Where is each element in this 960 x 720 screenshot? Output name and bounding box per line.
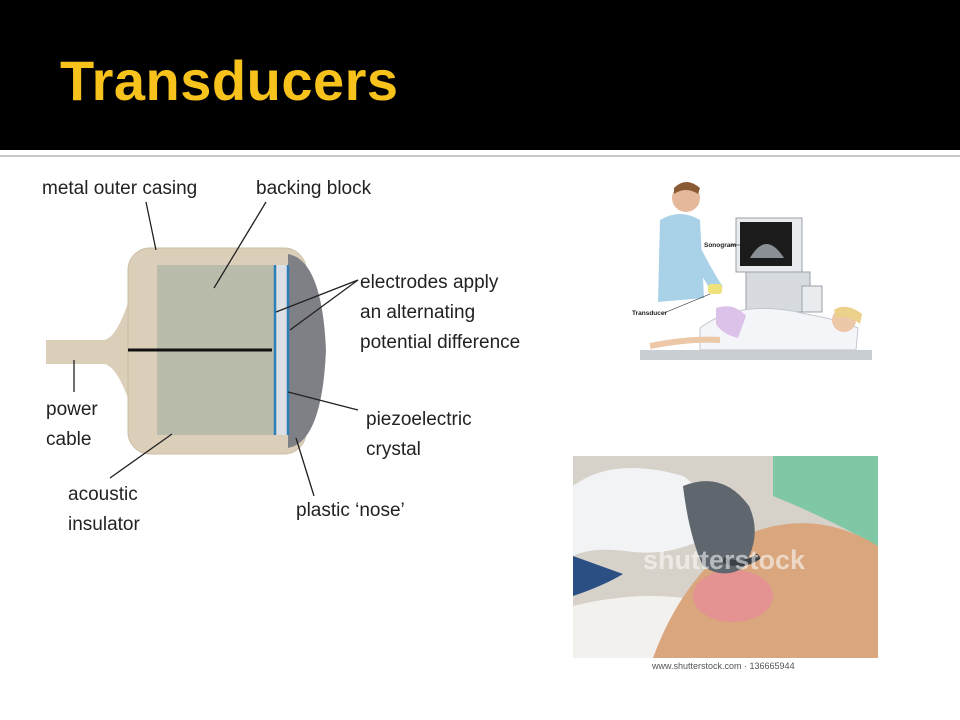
cable-flare [104,290,132,410]
label-piezo-line2: crystal [366,439,421,460]
slide-title: Transducers [60,49,399,112]
watermark-text: shutterstock [643,545,806,575]
sonogram-illustration: Sonogram Transducer [630,178,878,373]
label-power-line1: power [46,399,98,420]
stock-photo: shutterstock [573,456,878,658]
stock-photo-scene: shutterstock [573,456,878,658]
label-electrodes-line1: electrodes apply [360,272,499,293]
sonogram-label: Sonogram [704,242,736,249]
piezo-crystal [274,265,288,435]
title-bar: Transducers [0,0,960,150]
label-plastic-nose: plastic ‘nose’ [296,500,405,521]
label-backing-block: backing block [256,178,372,199]
label-electrodes-line2: an alternating [360,302,475,323]
transducer-diagram: metal outer casing backing block electro… [42,178,520,535]
plastic-nose-body [288,254,326,448]
label-piezo-line1: piezoelectric [366,409,472,430]
title-divider [0,151,960,157]
stock-photo-caption: www.shutterstock.com · 136665944 [652,661,795,671]
sonogram-scene: Sonogram Transducer [632,182,872,360]
transducer-label: Transducer [632,310,668,317]
label-metal-outer-casing: metal outer casing [42,178,197,199]
power-cable [46,340,106,364]
label-acoustic-line2: insulator [68,514,140,535]
label-electrodes-line3: potential difference [360,332,520,353]
label-acoustic-line1: acoustic [68,484,138,505]
leader-lines [73,201,359,497]
label-power-line2: cable [46,429,91,450]
